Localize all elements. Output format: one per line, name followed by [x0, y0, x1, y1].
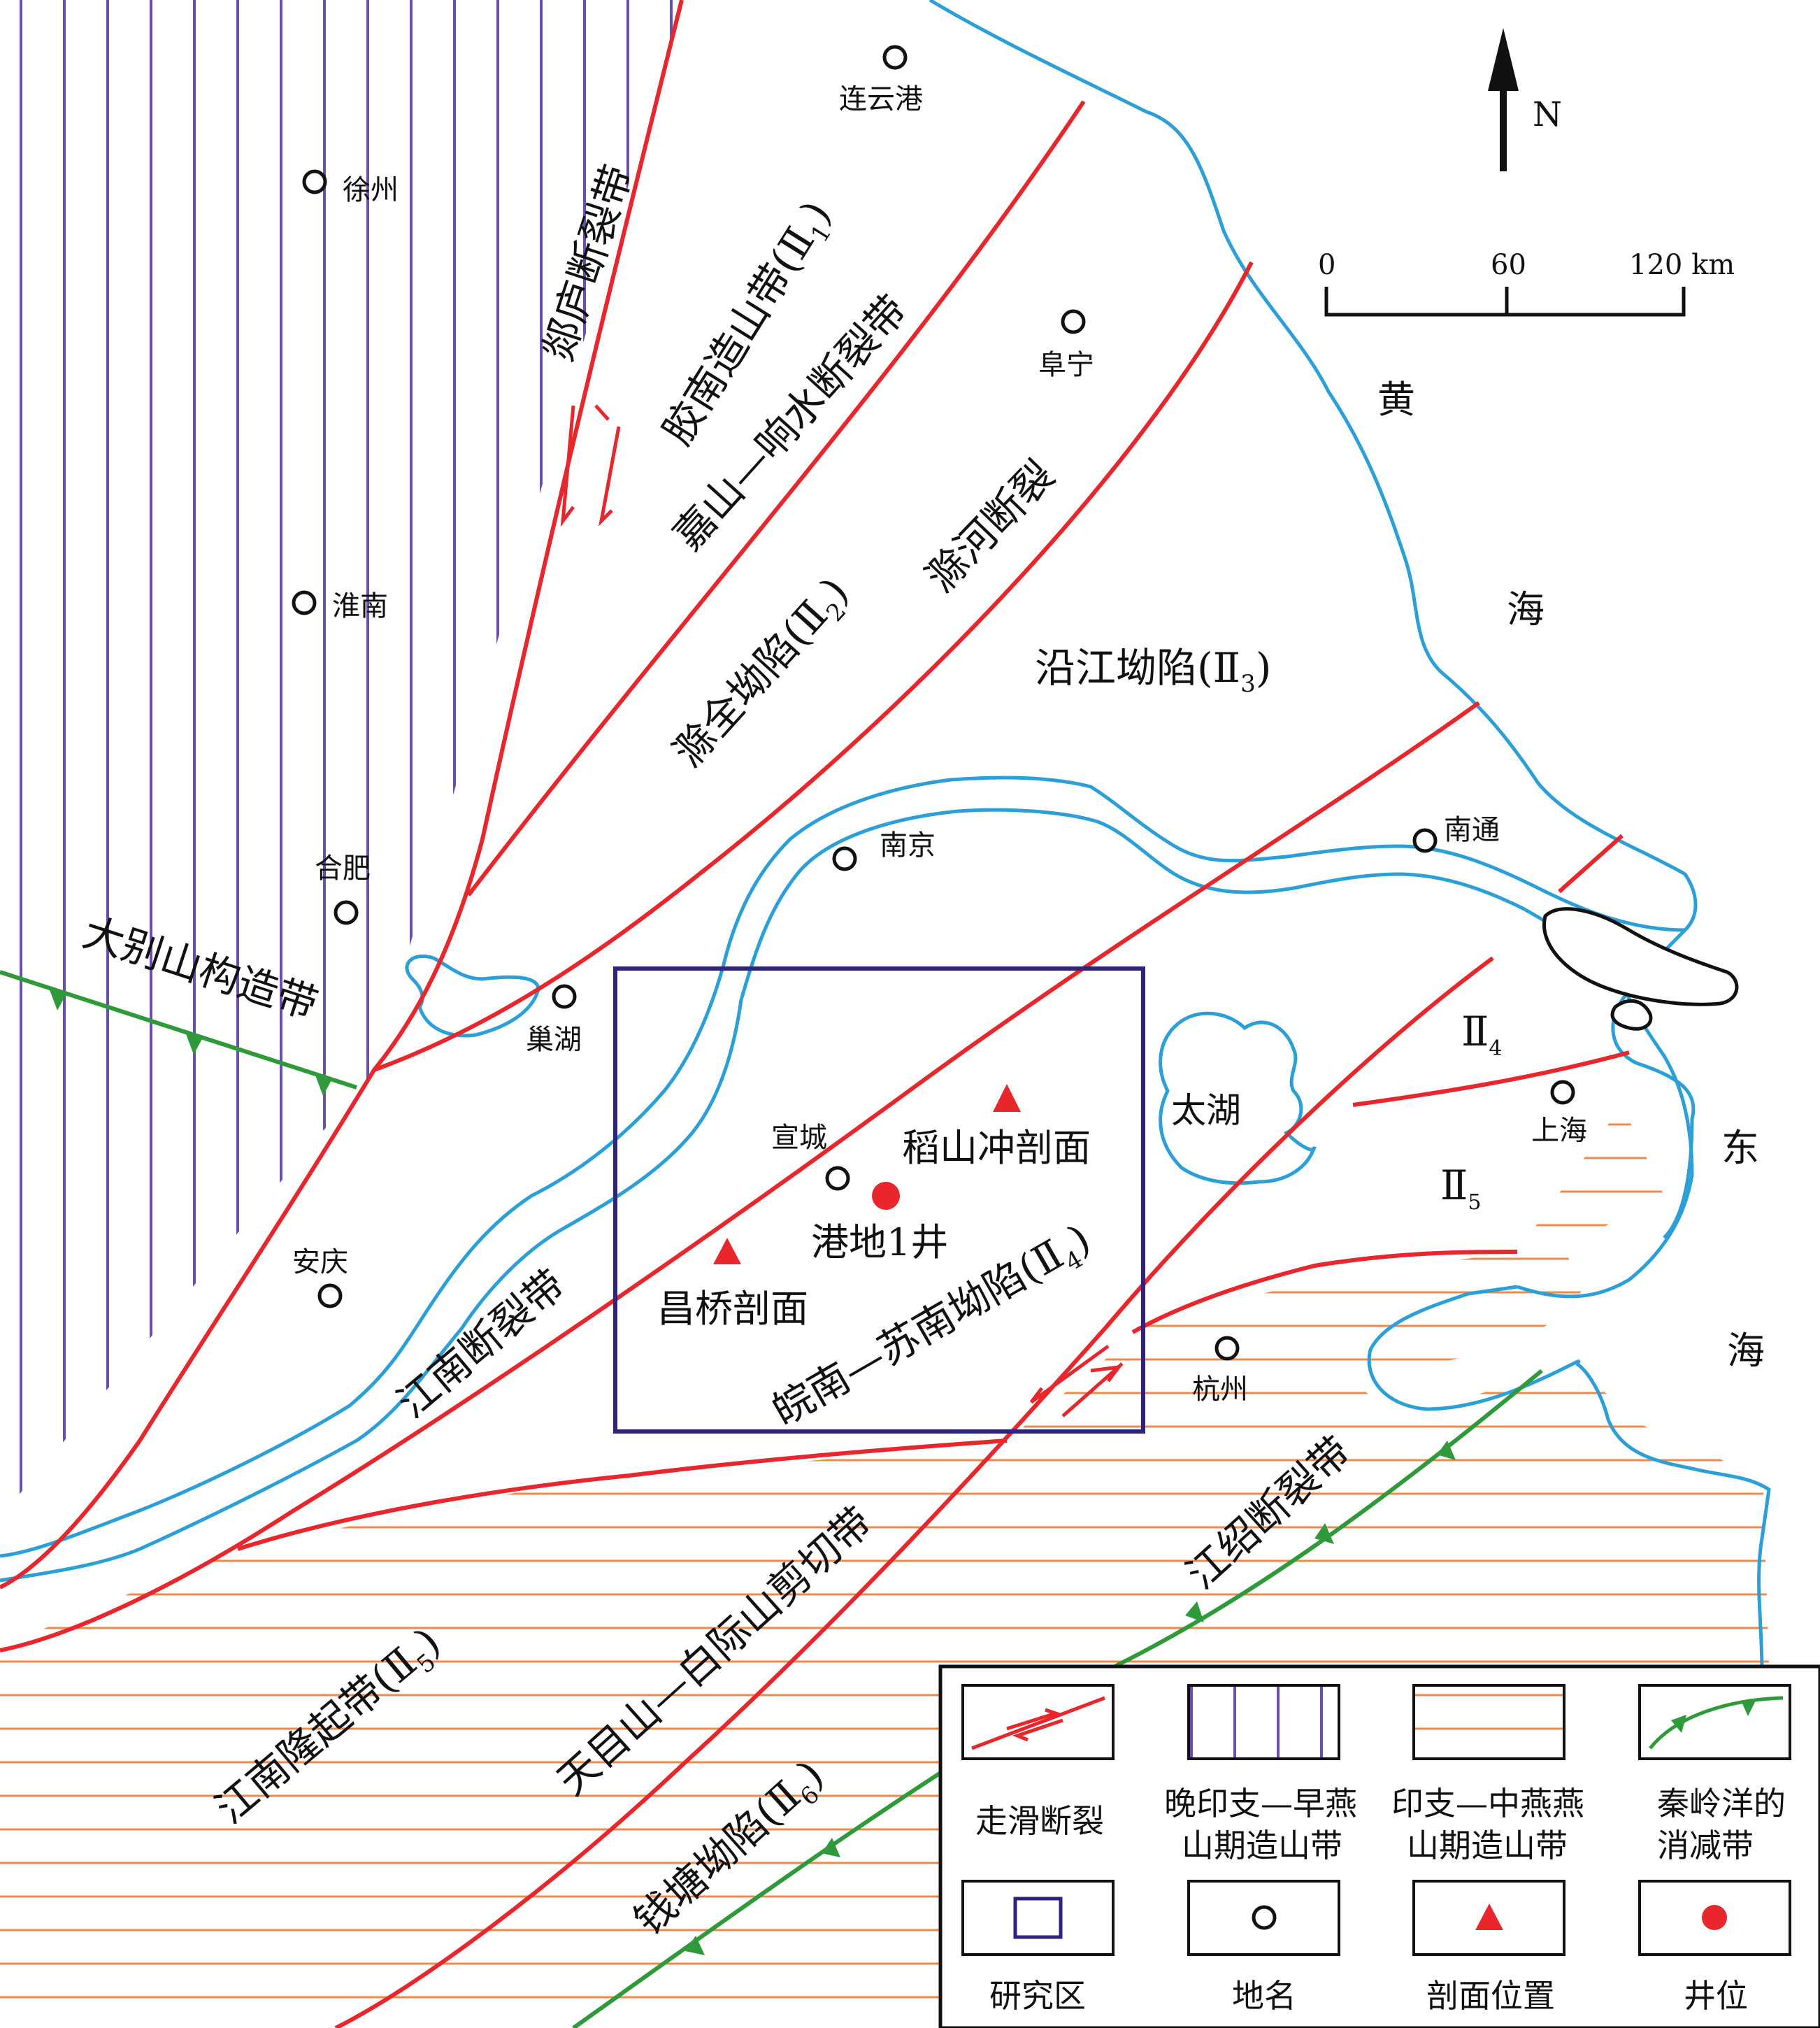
legend-well-label: 井位	[1684, 1977, 1748, 2015]
taihu-label: 太湖	[1171, 1090, 1241, 1131]
jiangnan-fault-label: 江南断裂带	[388, 1260, 574, 1427]
late-indosinian-orogenic-belt-area	[0, 0, 682, 1518]
tanlu-strike-slip-arrows	[560, 404, 621, 527]
city-markers	[292, 45, 1575, 1361]
east-sea-label: 东	[1721, 1126, 1759, 1170]
legend	[938, 1664, 1820, 2028]
city-label: 淮南	[332, 590, 388, 622]
city-label: 合肥	[315, 852, 371, 885]
city-label: 宣城	[771, 1122, 827, 1154]
tianmu-strike-slip-arrows	[1030, 1344, 1124, 1418]
east-ii5-label: Ⅱ5	[1440, 1162, 1482, 1215]
legend-strike-slip-label: 走滑断裂	[975, 1802, 1104, 1840]
city-label: 上海	[1531, 1115, 1587, 1147]
legend-indosinian-yanshan-label: 山期造山带	[1407, 1827, 1568, 1864]
city-label: 南通	[1444, 814, 1500, 846]
yanjiang-unit-label: 沿江坳陷(Ⅱ3)	[1035, 644, 1271, 698]
legend-indosinian-yanshan-swatch	[1412, 1684, 1565, 1760]
legend-late-indosinian-swatch	[1187, 1684, 1340, 1760]
chuquan-unit-label: 滁全坳陷(Ⅱ2)	[664, 568, 863, 780]
changqiao-section-label: 昌桥剖面	[657, 1287, 808, 1331]
city-label: 徐州	[343, 174, 399, 206]
fault-lines	[0, 0, 1630, 2028]
scale-bar	[1324, 287, 1686, 317]
scale-tick-0: 0	[1318, 249, 1335, 281]
city-label: 杭州	[1192, 1373, 1248, 1406]
legend-late-indosinian-label: 山期造山带	[1182, 1827, 1342, 1864]
scale-tick-60: 60	[1491, 249, 1526, 281]
legend-place-swatch	[1187, 1880, 1340, 1956]
city-label: 连云港	[839, 83, 923, 115]
well-label: 港地1井	[811, 1220, 948, 1264]
north-arrow	[1488, 28, 1519, 171]
legend-qinling-swatch	[1638, 1684, 1791, 1760]
city-label: 安庆	[292, 1246, 348, 1278]
legend-place-label: 地名	[1232, 1977, 1296, 2015]
chaohu-lake	[405, 954, 540, 1038]
legend-study-area-label: 研究区	[989, 1977, 1086, 2015]
qinling-subduction-zone-dabie	[0, 970, 357, 1090]
yellow-sea-label: 黄	[1377, 378, 1415, 422]
well-marker	[872, 1182, 900, 1210]
north-label: N	[1533, 95, 1562, 134]
chuhe-fault-label: 滁河断裂	[917, 452, 1063, 601]
legend-study-area-swatch	[961, 1880, 1115, 1956]
legend-late-indosinian-label: 晚印支—早燕	[1164, 1785, 1357, 1822]
east-ii4-label: Ⅱ4	[1461, 1008, 1503, 1061]
yellow-sea-label: 海	[1507, 587, 1545, 631]
city-label: 阜宁	[1038, 349, 1094, 381]
legend-indosinian-yanshan-label: 印支—中燕燕	[1391, 1785, 1584, 1822]
scale-tick-120: 120 km	[1629, 249, 1735, 281]
legend-qinling-label: 秦岭洋的	[1657, 1785, 1786, 1822]
legend-section-label: 剖面位置	[1426, 1977, 1555, 2015]
chongming-island	[1542, 907, 1739, 1006]
section-markers	[713, 1084, 1021, 1264]
daoshanchong-section-label: 稻山冲剖面	[902, 1126, 1091, 1170]
taihu-lake	[1159, 1011, 1317, 1185]
study-area-box	[613, 966, 1145, 1434]
east-sea-label: 海	[1727, 1329, 1765, 1373]
city-label: 巢湖	[526, 1024, 582, 1056]
legend-qinling-label: 消减带	[1657, 1827, 1754, 1864]
city-label: 南京	[880, 829, 936, 862]
